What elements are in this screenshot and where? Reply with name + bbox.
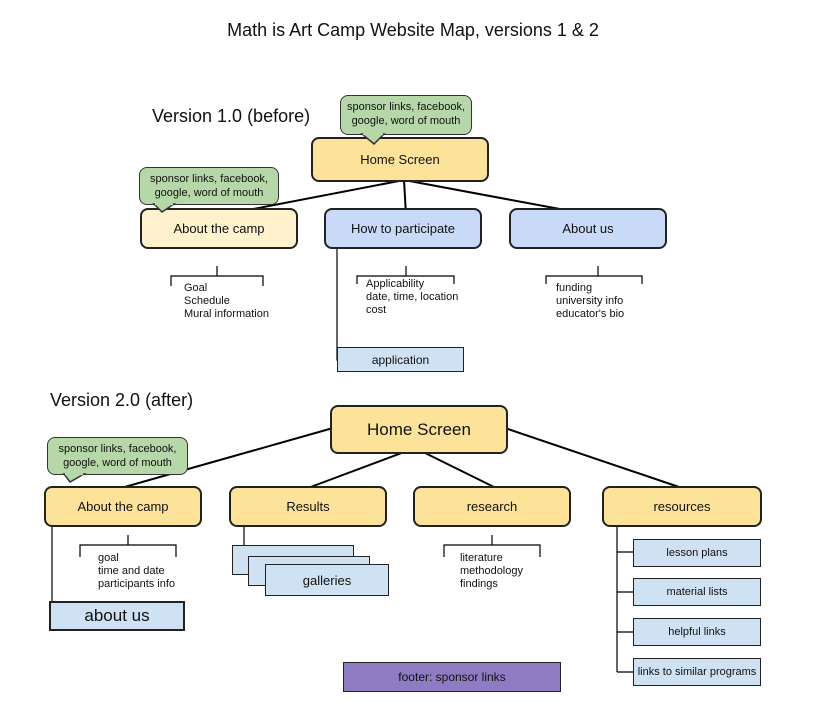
v2-home-to-research-line [414, 447, 497, 489]
v2-resources-tree [616, 527, 634, 673]
v2-home-screen-box[interactable]: Home Screen [330, 405, 508, 454]
list-item: participants info [98, 578, 176, 590]
v1-participate-brace [356, 266, 455, 284]
v2-sponsor-bubble-about-text: sponsor links, facebook, google, word of… [58, 443, 177, 469]
v1-about-brace [170, 266, 264, 286]
v2-resource-material-lists[interactable]: material lists [633, 578, 761, 606]
list-item: university info [556, 295, 624, 307]
v1-application-label: application [371, 352, 430, 367]
v2-about-us-label: about us [84, 606, 150, 625]
v2-galleries-box[interactable]: galleries [265, 564, 389, 596]
list-item: time and date [98, 565, 165, 577]
v2-resource-label: links to similar programs [637, 666, 757, 678]
list-item: Schedule [184, 295, 230, 307]
v2-resource-label: material lists [666, 586, 728, 598]
v1-sponsor-bubble-home: sponsor links, facebook, google, word of… [340, 95, 472, 135]
v2-resource-label: helpful links [668, 626, 726, 638]
v1-bubble-about-tail [152, 202, 177, 213]
v1-sponsor-bubble-about: sponsor links, facebook, google, word of… [139, 167, 279, 205]
v1-sponsor-bubble-home-text: sponsor links, facebook, google, word of… [347, 101, 466, 127]
v1-application-box[interactable]: application [337, 347, 464, 372]
v1-about-camp-list: Goal Schedule Mural information [184, 282, 269, 321]
v1-label: Version 1.0 (before) [152, 106, 311, 126]
v2-label: Version 2.0 (after) [50, 390, 194, 410]
v1-about-us-box[interactable]: About us [509, 208, 667, 249]
v1-bubble-home-tail [360, 132, 386, 146]
v1-about-camp-box[interactable]: About the camp [140, 208, 298, 249]
v2-resource-label: lesson plans [666, 547, 728, 559]
v1-participate-list: Applicability date, time, location cost [366, 278, 458, 317]
v2-research-brace [443, 535, 541, 557]
page-title: Math is Art Camp Website Map, versions 1… [227, 20, 599, 40]
v1-how-participate-label: How to participate [350, 221, 456, 236]
v1-how-participate-box[interactable]: How to participate [324, 208, 482, 249]
v2-galleries-label: galleries [302, 572, 352, 588]
list-item: goal [98, 552, 119, 564]
v2-home-to-results-line [307, 447, 416, 489]
v2-results-label: Results [286, 499, 330, 514]
v1-application-line [336, 249, 340, 361]
v2-bubble-about-tail [62, 472, 87, 483]
list-item: funding [556, 282, 593, 294]
v2-about-camp-list: goal time and date participants info [98, 552, 175, 591]
v2-footer-box[interactable]: footer: sponsor links [343, 662, 561, 692]
v2-about-us-box[interactable]: about us [49, 601, 185, 631]
list-item: date, time, location [366, 291, 459, 303]
v1-about-us-label: About us [562, 221, 614, 236]
v2-research-label: research [466, 499, 518, 514]
v1-home-screen-box[interactable]: Home Screen [311, 137, 489, 182]
v2-resource-lesson-plans[interactable]: lesson plans [633, 539, 761, 567]
v2-home-screen-label: Home Screen [367, 419, 471, 439]
v2-resources-box[interactable]: resources [602, 486, 762, 527]
v2-home-to-resources-line [504, 427, 683, 489]
v2-about-brace [79, 535, 177, 557]
v2-home-to-about-line [120, 427, 334, 489]
v2-about-camp-label: About the camp [77, 499, 169, 514]
list-item: literature [460, 552, 503, 564]
list-item: Mural information [184, 308, 269, 320]
v2-resources-label: resources [653, 499, 711, 514]
list-item: Applicability [366, 278, 425, 290]
list-item: cost [366, 304, 387, 316]
v1-home-screen-label: Home Screen [360, 152, 440, 167]
v2-about-camp-box[interactable]: About the camp [44, 486, 202, 527]
v2-resource-similar-programs[interactable]: links to similar programs [633, 658, 761, 686]
v2-research-box[interactable]: research [413, 486, 571, 527]
v1-about-camp-label: About the camp [173, 221, 265, 236]
list-item: educator's bio [556, 308, 625, 320]
v2-resource-helpful-links[interactable]: helpful links [633, 618, 761, 646]
v2-results-box[interactable]: Results [229, 486, 387, 527]
list-item: findings [460, 578, 498, 590]
v1-sponsor-bubble-about-text: sponsor links, facebook, google, word of… [149, 173, 268, 199]
list-item: methodology [460, 565, 523, 577]
list-item: Goal [184, 282, 208, 294]
v2-footer-label: footer: sponsor links [398, 670, 506, 684]
v1-aboutus-brace [545, 266, 643, 284]
v1-about-us-list: funding university info educator's bio [556, 282, 624, 321]
v2-research-list: literature methodology findings [460, 552, 523, 591]
v2-sponsor-bubble-about: sponsor links, facebook, google, word of… [47, 437, 188, 475]
